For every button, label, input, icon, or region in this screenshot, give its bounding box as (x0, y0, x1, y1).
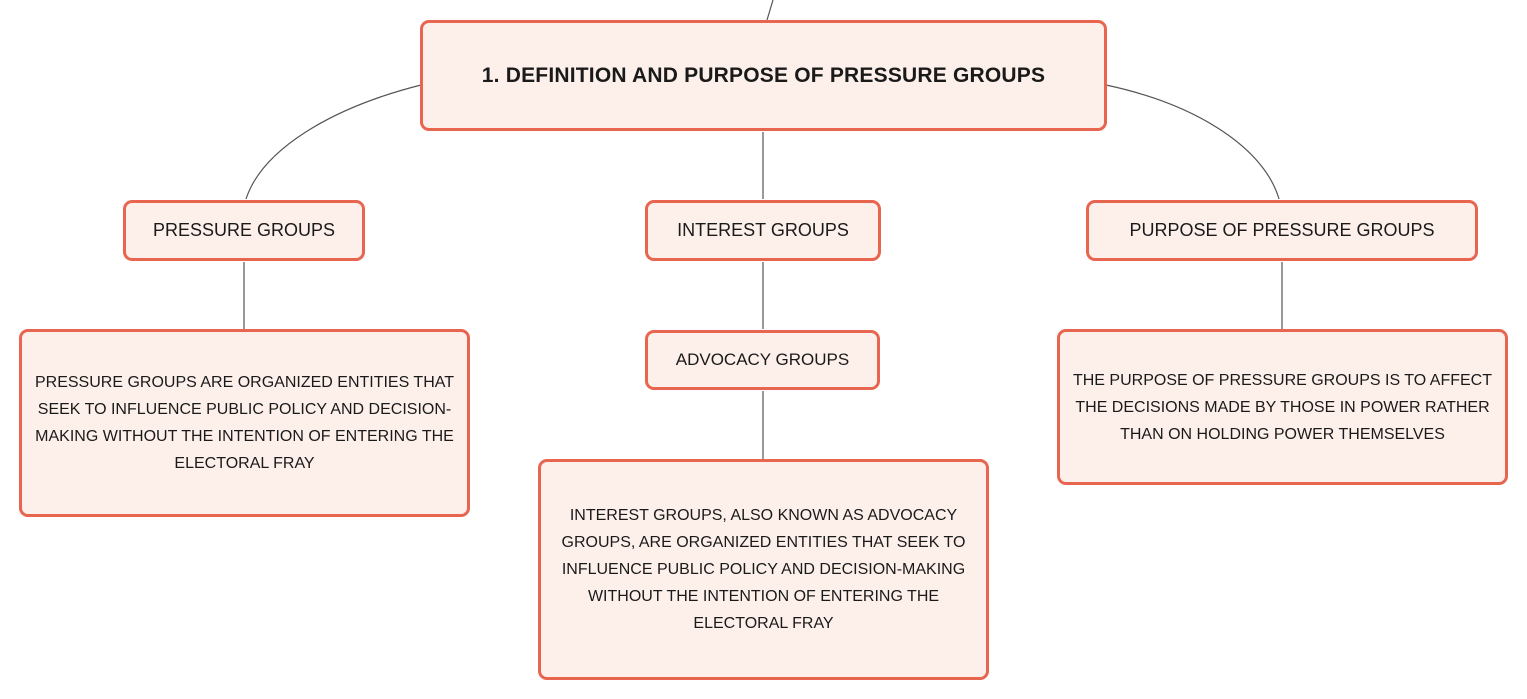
advocacy-groups-node[interactable]: ADVOCACY GROUPS (645, 330, 880, 390)
pressure-groups-definition-node[interactable]: PRESSURE GROUPS ARE ORGANIZED ENTITIES T… (19, 329, 470, 517)
root-node-label: 1. DEFINITION AND PURPOSE OF PRESSURE GR… (481, 63, 1046, 87)
interest-groups-node[interactable]: INTEREST GROUPS (645, 200, 881, 261)
connector-root-to-pressure-groups (245, 84, 422, 200)
interest-groups-label: INTEREST GROUPS (677, 220, 849, 240)
interest-groups-definition-text: INTEREST GROUPS, ALSO KNOWN AS ADVOCACY … (561, 507, 966, 632)
purpose-definition-text: THE PURPOSE OF PRESSURE GROUPS IS TO AFF… (1072, 371, 1493, 443)
pressure-groups-definition-text: PRESSURE GROUPS ARE ORGANIZED ENTITIES T… (34, 374, 455, 472)
purpose-of-pressure-groups-label: PURPOSE OF PRESSURE GROUPS (1129, 220, 1435, 240)
advocacy-groups-label: ADVOCACY GROUPS (675, 350, 850, 369)
root-node[interactable]: 1. DEFINITION AND PURPOSE OF PRESSURE GR… (420, 20, 1107, 131)
interest-groups-definition-node[interactable]: INTEREST GROUPS, ALSO KNOWN AS ADVOCACY … (538, 459, 989, 680)
purpose-of-pressure-groups-node[interactable]: PURPOSE OF PRESSURE GROUPS (1086, 200, 1478, 261)
pressure-groups-node[interactable]: PRESSURE GROUPS (123, 200, 365, 261)
connector-parent-to-root (766, 0, 774, 21)
purpose-definition-node[interactable]: THE PURPOSE OF PRESSURE GROUPS IS TO AFF… (1057, 329, 1508, 485)
pressure-groups-label: PRESSURE GROUPS (152, 220, 336, 240)
connector-root-to-purpose (1105, 84, 1280, 200)
